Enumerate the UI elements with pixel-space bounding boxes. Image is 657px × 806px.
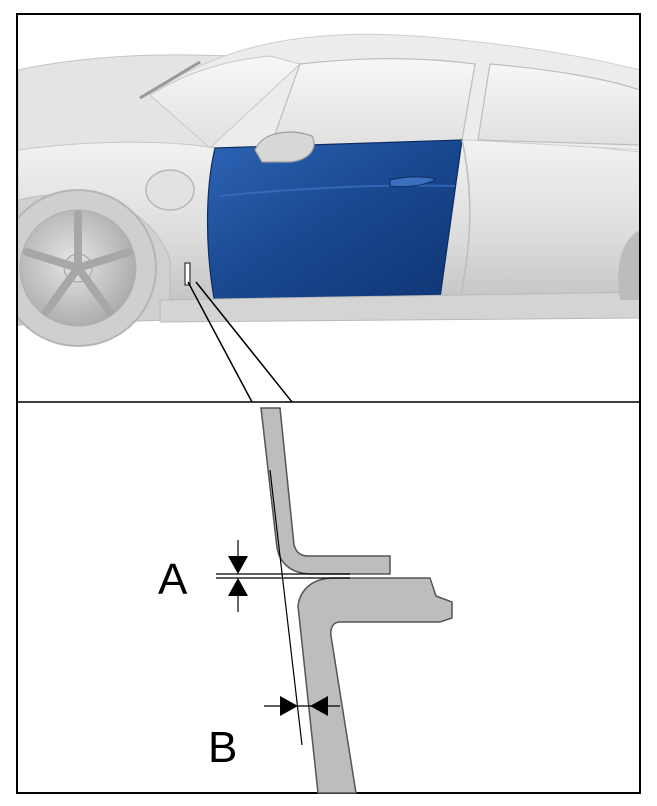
dim-a-arrow-top — [228, 556, 248, 574]
zoom-line-right — [195, 281, 293, 403]
front-wheel — [18, 189, 157, 347]
side-mirror — [254, 131, 315, 163]
front-door — [206, 139, 463, 305]
gap-cross-section: A B — [158, 407, 453, 794]
car-rear-window — [477, 63, 639, 146]
reference-line-vertical — [269, 469, 303, 746]
rear-wheel-arch — [618, 230, 639, 300]
upper-panel-profile — [260, 407, 391, 575]
car-windshield — [149, 55, 302, 149]
dim-b-arrow-left — [280, 696, 298, 716]
zoom-line-left — [187, 281, 253, 403]
car-side-view — [18, 33, 639, 347]
rear-door-line — [459, 139, 471, 301]
side-sill — [159, 291, 639, 323]
door-handle — [389, 176, 438, 188]
car-front-window — [269, 58, 476, 149]
door-panel-profile — [297, 577, 453, 794]
door-crease — [219, 184, 456, 197]
wiper — [139, 60, 201, 100]
charge-flap — [145, 169, 195, 211]
label-gap-a: A — [158, 555, 188, 604]
dim-a-arrow-bottom — [228, 578, 248, 596]
label-gap-b: B — [208, 723, 237, 772]
gap-marker — [184, 262, 191, 286]
dim-b-arrow-right — [310, 696, 328, 716]
